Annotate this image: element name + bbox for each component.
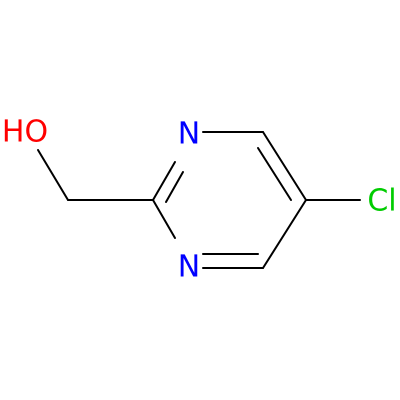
bond-c6-c5-inner	[257, 147, 292, 201]
bond-o-ch2	[37, 149, 69, 201]
bond-c5-c4	[262, 199, 307, 269]
atom-cl-label: Cl	[367, 184, 396, 219]
atom-n3-label: N	[178, 250, 200, 285]
bond-c2-n1-inner	[165, 171, 184, 203]
bond-c2-n1	[152, 161, 176, 201]
bond-c2-n3	[152, 199, 176, 239]
atom-oh-label: HO	[2, 115, 48, 150]
atom-n1-label: N	[178, 117, 200, 152]
bonds	[37, 131, 361, 269]
bond-c6-c5	[262, 131, 307, 201]
atoms: HO N N Cl	[2, 115, 397, 285]
